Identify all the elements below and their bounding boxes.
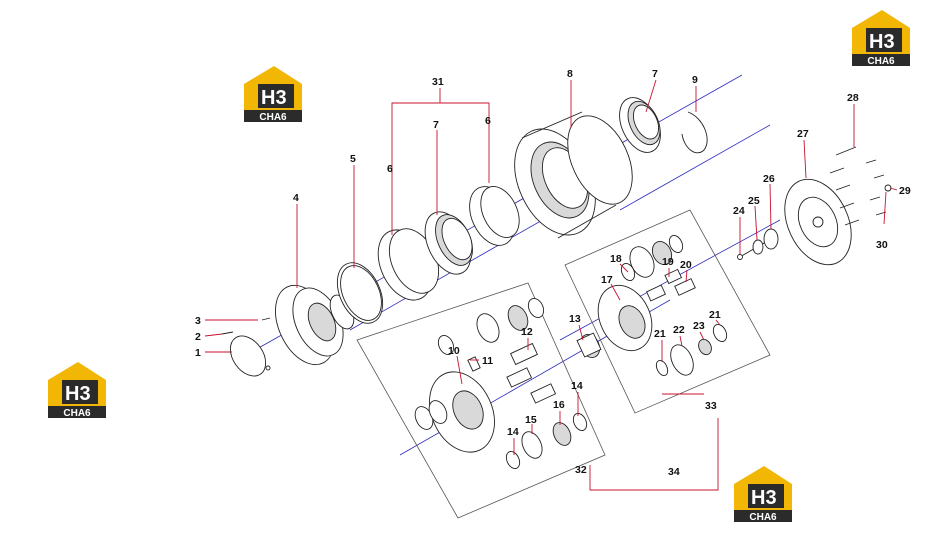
callout-28: 28 bbox=[847, 92, 859, 104]
part-cover-plate bbox=[229, 335, 267, 377]
callout-33: 33 bbox=[705, 400, 717, 412]
callout-24: 24 bbox=[733, 205, 745, 217]
callout-11: 11 bbox=[482, 355, 493, 367]
part-end-cover bbox=[784, 178, 852, 266]
callout-10: 10 bbox=[448, 345, 460, 357]
part-input-shaft bbox=[737, 228, 779, 260]
logo-mark: H3 bbox=[751, 487, 777, 509]
logo-text: CHA6 bbox=[749, 512, 777, 523]
callout-5: 5 bbox=[350, 153, 356, 165]
callout-14-left: 14 bbox=[507, 426, 519, 438]
callout-1: 1 bbox=[195, 347, 201, 359]
callout-15: 15 bbox=[525, 414, 537, 426]
part-sun-gear bbox=[576, 332, 602, 358]
callout-25: 25 bbox=[748, 195, 760, 207]
part-small-bolts bbox=[221, 317, 271, 371]
callout-16: 16 bbox=[553, 399, 565, 411]
part-ring-gear-housing bbox=[514, 111, 633, 239]
callout-13: 13 bbox=[569, 313, 581, 325]
callout-21-left: 21 bbox=[654, 328, 666, 340]
part-gears-right bbox=[620, 235, 728, 377]
callout-17: 17 bbox=[601, 274, 613, 286]
callout-2: 2 bbox=[195, 331, 201, 343]
brand-logo: H3 CHA6 bbox=[48, 362, 106, 419]
part-snap-ring bbox=[681, 111, 708, 154]
callout-labels: 3 2 1 4 5 6 7 31 6 8 7 9 10 11 12 13 14 … bbox=[195, 68, 911, 478]
part-o-ring bbox=[336, 262, 384, 324]
callout-19: 19 bbox=[662, 256, 674, 268]
callout-20: 20 bbox=[680, 259, 692, 271]
logo-text: CHA6 bbox=[63, 408, 91, 419]
callout-27: 27 bbox=[797, 128, 809, 140]
part-planet-carrier-right bbox=[597, 284, 653, 352]
part-cover-bolts bbox=[829, 146, 892, 226]
callout-6-right: 6 bbox=[485, 115, 491, 127]
callout-29: 29 bbox=[899, 185, 911, 197]
callout-32: 32 bbox=[575, 464, 587, 476]
logo-mark: H3 bbox=[869, 31, 895, 53]
callout-14-right: 14 bbox=[571, 380, 583, 392]
callout-31: 31 bbox=[432, 76, 444, 88]
logo-mark: H3 bbox=[65, 383, 91, 405]
brand-logo: H3 CHA6 bbox=[734, 466, 792, 523]
logo-mark: H3 bbox=[261, 87, 287, 109]
part-bearing-right bbox=[619, 97, 661, 153]
callout-23: 23 bbox=[693, 320, 705, 332]
callout-7-right: 7 bbox=[652, 68, 658, 80]
callout-6-left: 6 bbox=[387, 163, 393, 175]
subassembly-frames bbox=[356, 209, 771, 519]
callout-18: 18 bbox=[610, 253, 622, 265]
callout-8: 8 bbox=[567, 68, 573, 80]
part-gears-left bbox=[437, 298, 588, 469]
callout-3: 3 bbox=[195, 315, 201, 327]
part-seal-ring-left bbox=[377, 228, 440, 301]
callout-26: 26 bbox=[763, 173, 775, 185]
callout-34: 34 bbox=[668, 466, 680, 478]
callout-4: 4 bbox=[293, 192, 299, 204]
logo-text: CHA6 bbox=[867, 56, 895, 67]
callout-12: 12 bbox=[521, 326, 533, 338]
part-planet-carrier-left bbox=[414, 371, 495, 453]
part-seal-ring-right bbox=[469, 186, 520, 246]
callout-7-left: 7 bbox=[433, 119, 439, 131]
brand-logo: H3 CHA6 bbox=[852, 10, 910, 67]
brand-logo: H3 CHA6 bbox=[244, 66, 302, 123]
leader-lines bbox=[204, 79, 898, 491]
callout-9: 9 bbox=[692, 74, 698, 86]
part-hub bbox=[275, 284, 355, 366]
callout-22: 22 bbox=[673, 324, 685, 336]
callout-21-right: 21 bbox=[709, 309, 721, 321]
logo-text: CHA6 bbox=[259, 112, 287, 123]
part-bearing-left bbox=[424, 211, 473, 275]
callout-30: 30 bbox=[876, 239, 888, 251]
